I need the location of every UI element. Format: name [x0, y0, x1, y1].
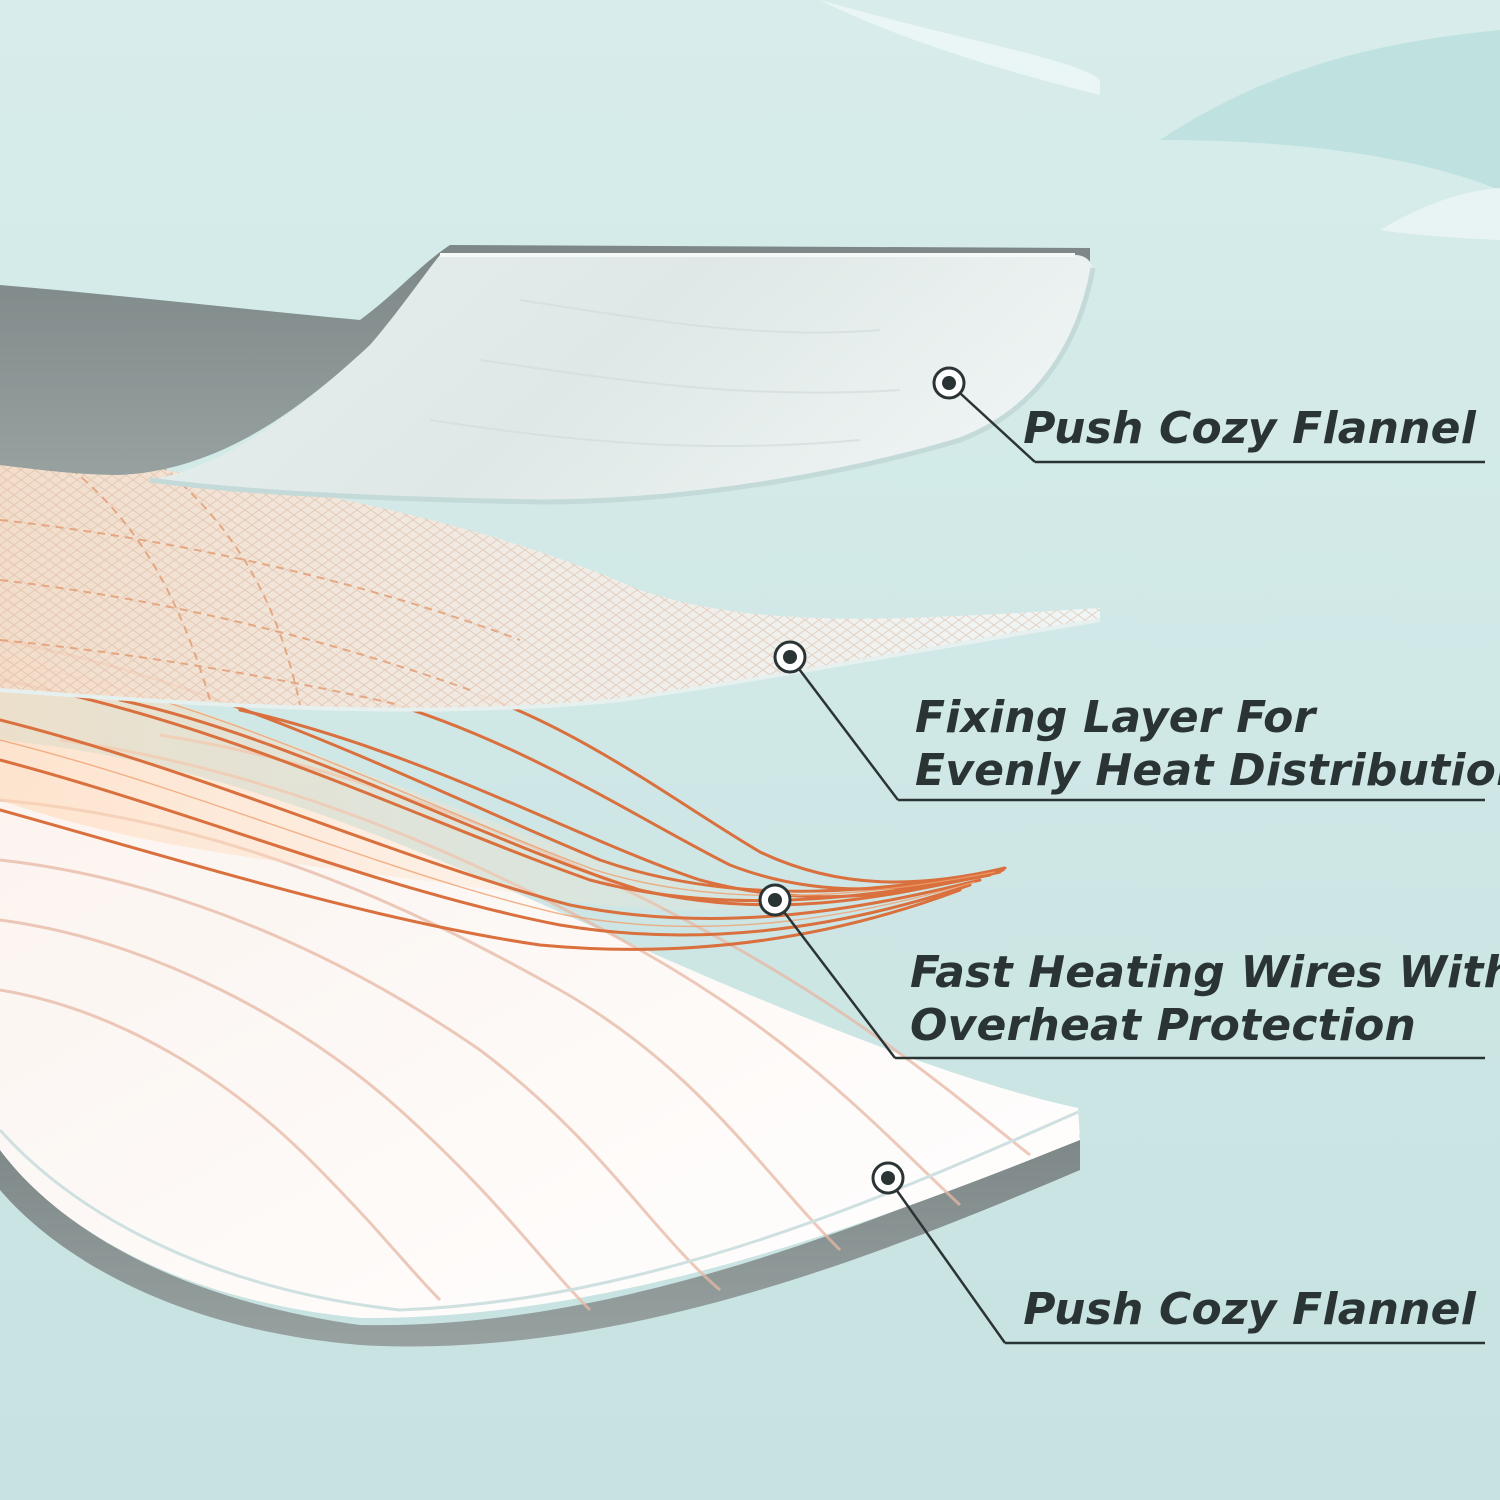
label-heating-wires-line1: Fast Heating Wires With — [910, 947, 1500, 998]
label-heating-wires-line2: Overheat Protection — [910, 1000, 1417, 1051]
label-fixing-layer-line1: Fixing Layer For — [915, 692, 1316, 743]
fixing-mesh-layer — [0, 455, 1101, 712]
label-fixing-layer-line2: Evenly Heat Distribution — [915, 745, 1500, 796]
callout-bottom-flannel — [871, 1161, 1485, 1345]
label-bottom-flannel-text: Push Cozy Flannel — [1023, 1284, 1476, 1335]
background-swoosh — [820, 0, 1100, 95]
callout-top-flannel — [932, 366, 1485, 464]
label-heating-wires: Fast Heating Wires With Overheat Protect… — [910, 946, 1500, 1052]
callout-heating-wires — [758, 883, 1485, 1060]
callout-fixing-layer — [773, 640, 1485, 802]
background-swoosh — [1160, 30, 1500, 190]
label-fixing-layer: Fixing Layer For Evenly Heat Distributio… — [915, 691, 1500, 797]
heating-wires-layer — [0, 638, 1007, 951]
label-bottom-flannel: Push Cozy Flannel — [1023, 1283, 1476, 1336]
top-flannel-layer — [0, 245, 1096, 505]
background-swoosh — [1380, 188, 1500, 240]
label-top-flannel: Push Cozy Flannel — [1023, 402, 1476, 455]
label-top-flannel-text: Push Cozy Flannel — [1023, 403, 1476, 454]
